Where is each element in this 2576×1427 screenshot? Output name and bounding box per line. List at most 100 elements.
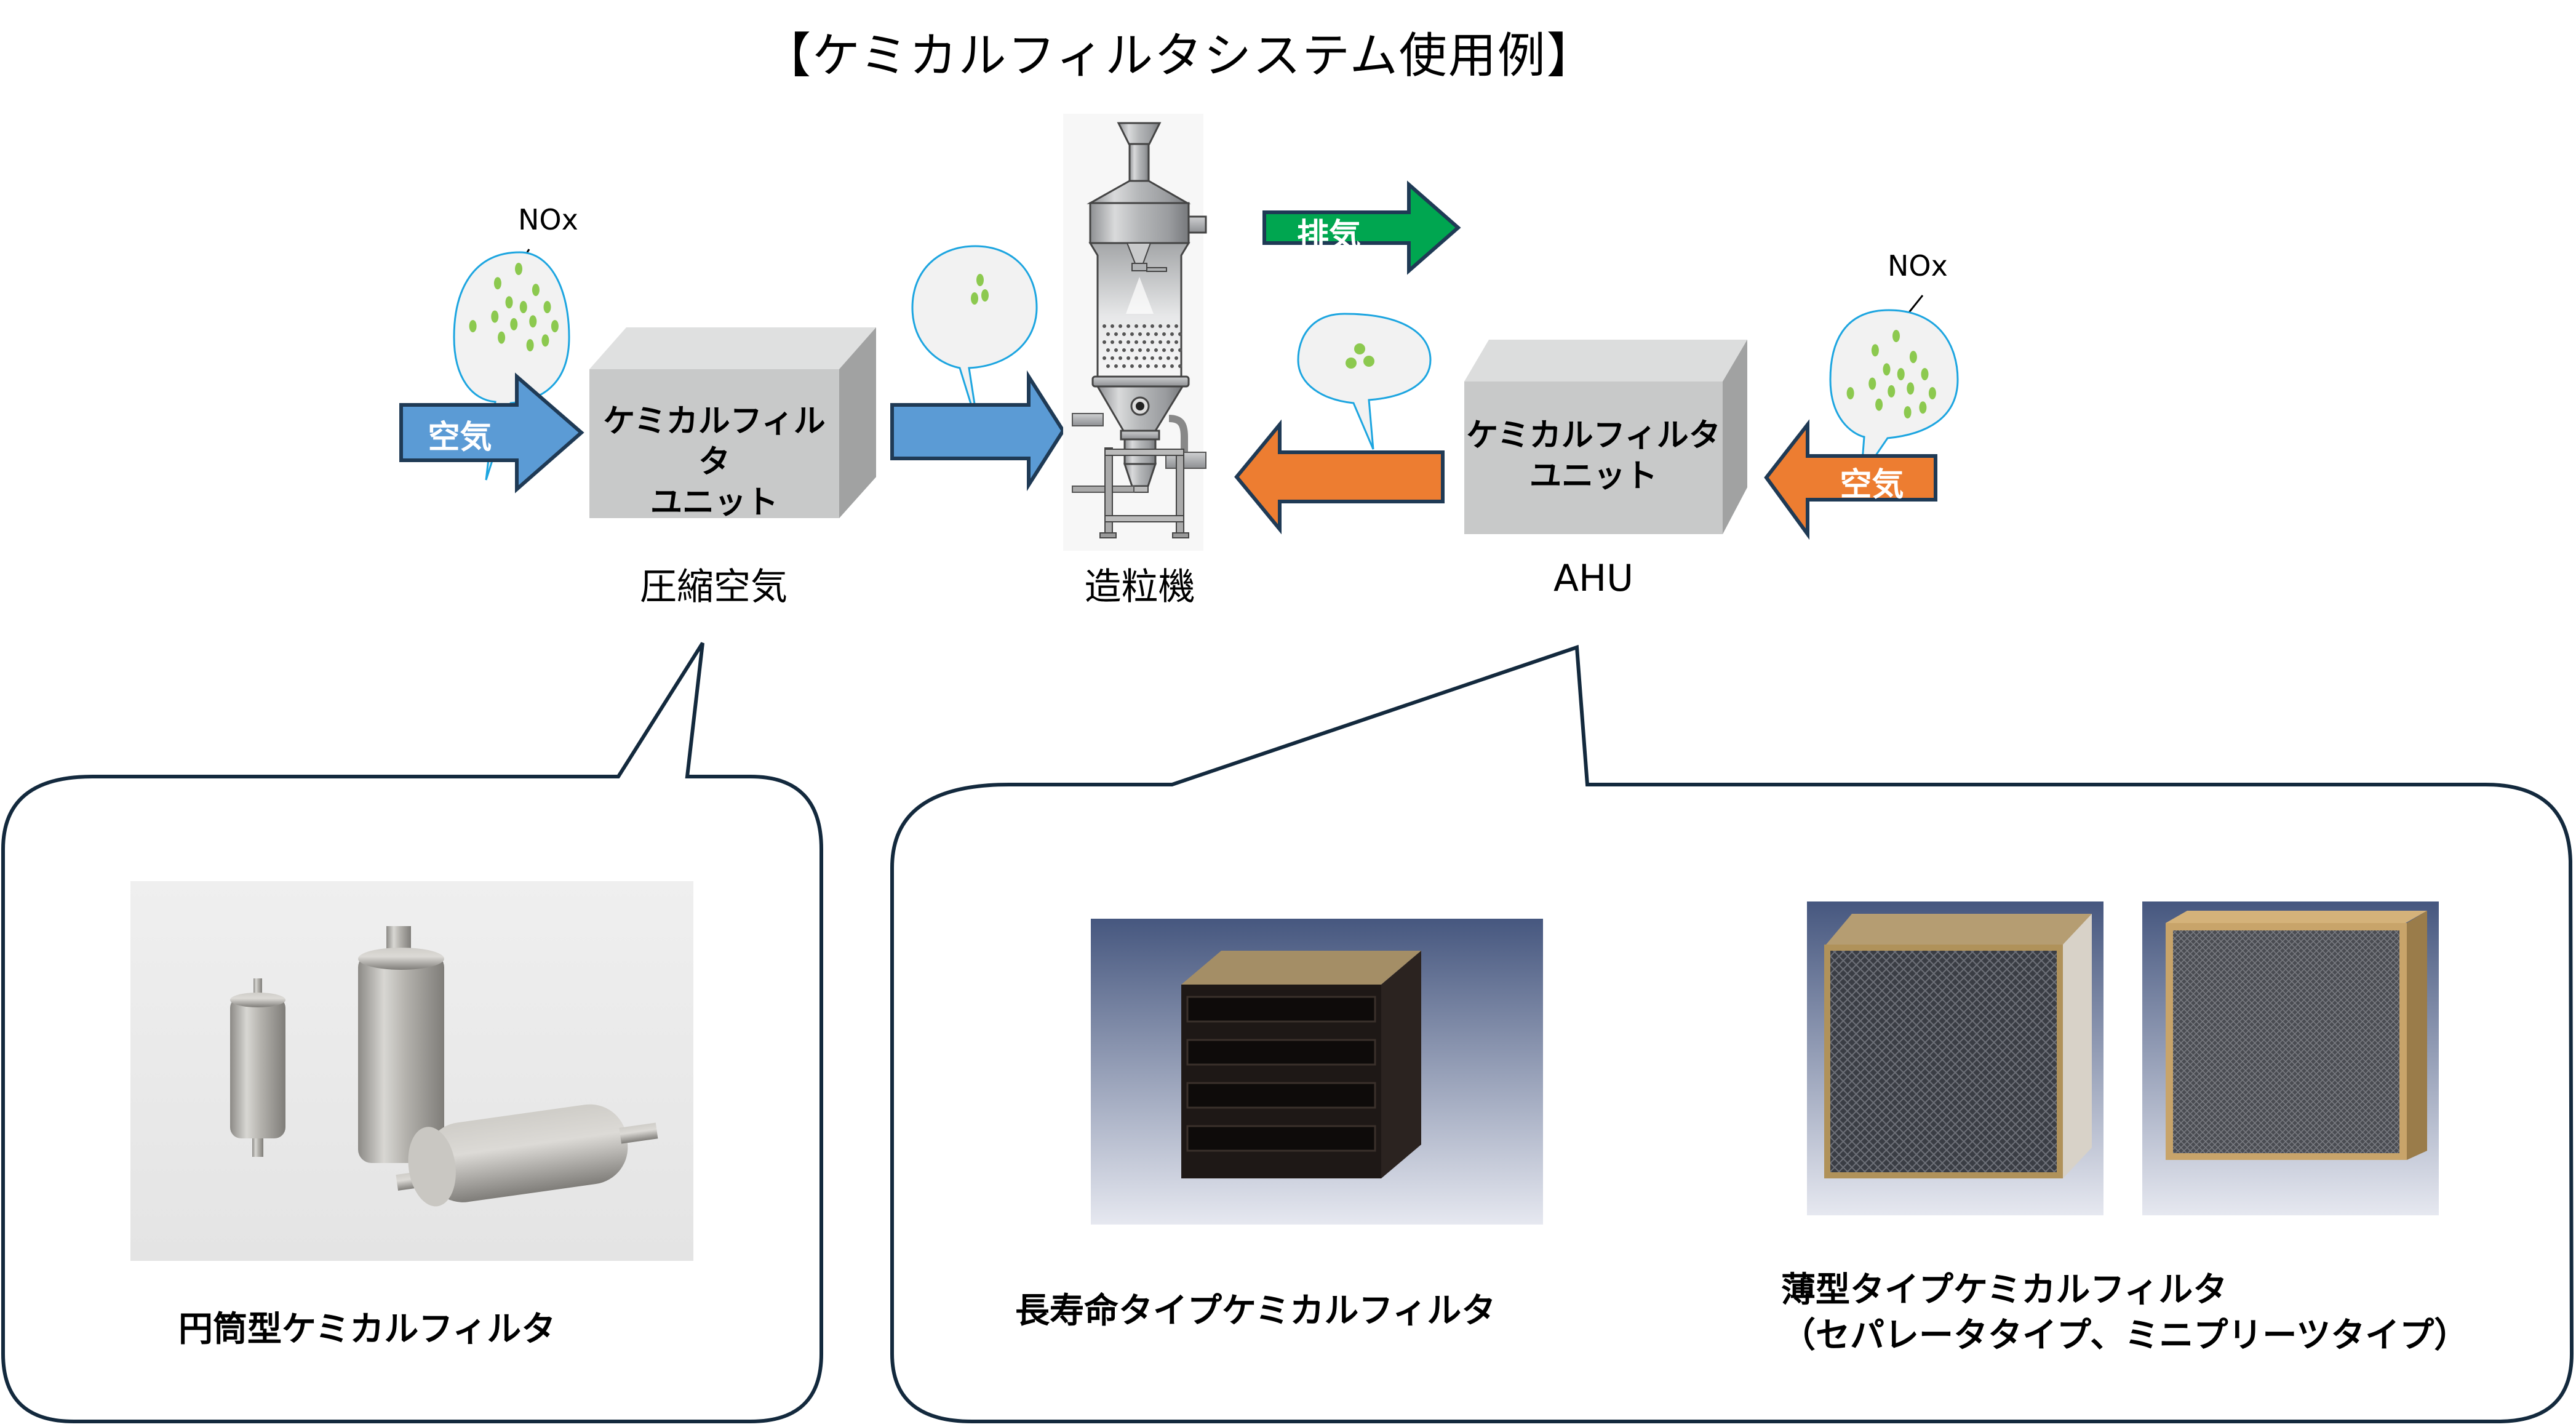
granule — [1114, 364, 1118, 368]
callout-right — [890, 644, 2574, 1423]
granule — [1178, 364, 1182, 368]
air-arrow-right-label: 空気 — [1840, 466, 1904, 503]
nox-dot — [1909, 351, 1917, 364]
nox-dot — [529, 315, 537, 328]
nox-dot — [515, 263, 522, 275]
nox-dot — [1921, 368, 1929, 380]
exhaust-arrow-label: 排気 — [1296, 217, 1361, 254]
granule — [1138, 332, 1142, 336]
nox-dot — [491, 310, 499, 323]
granule — [1166, 340, 1170, 344]
granule — [1134, 324, 1138, 328]
nox-dot — [1919, 401, 1927, 414]
granule — [1170, 332, 1174, 336]
filter-unit-left-label: ケミカルフィルタ ユニット — [589, 401, 839, 523]
granule — [1170, 348, 1174, 352]
nox-dots-left-filtered — [971, 274, 989, 305]
granule — [1122, 348, 1126, 352]
nox-dot — [1868, 377, 1876, 390]
granule — [1106, 364, 1110, 368]
granule — [1106, 348, 1110, 352]
granule — [1111, 340, 1114, 344]
nox-dot — [510, 318, 518, 330]
nox-label-right: NOx — [1888, 249, 1948, 282]
filter-unit-box-right — [1464, 340, 1747, 534]
nox-dots-left — [469, 263, 559, 351]
nox-dot — [1928, 387, 1936, 399]
granule — [1130, 364, 1134, 368]
granule — [1130, 332, 1134, 336]
filter-unit-left-label-line2: ユニット — [650, 484, 778, 521]
nox-dot — [526, 339, 534, 351]
granule — [1162, 332, 1166, 336]
granule — [1103, 356, 1106, 360]
thin-filter-caption-line1: 薄型タイプケミカルフィルタ — [1781, 1270, 2228, 1310]
filter-unit-box-left — [589, 327, 876, 518]
granule — [1146, 364, 1150, 368]
clean-air-arrow-left — [890, 370, 1066, 492]
air-arrow-right — [1764, 419, 1937, 540]
granule — [1174, 340, 1178, 344]
thin-filter-caption-line2: （セパレータタイプ、ミニプリーツタイプ） — [1781, 1316, 2469, 1356]
granule — [1114, 348, 1118, 352]
nox-dot — [498, 331, 506, 344]
granule — [1119, 324, 1122, 328]
nox-label-left: NOx — [518, 203, 578, 236]
granule — [1119, 340, 1122, 344]
granule — [1150, 324, 1154, 328]
nox-dot — [1875, 398, 1883, 411]
nox-bubble-left-filtered — [911, 245, 1038, 428]
granule — [1162, 364, 1166, 368]
granule — [1103, 340, 1106, 344]
air-arrow-left — [399, 372, 584, 494]
granule — [1142, 356, 1146, 360]
ahu-caption: AHU — [1553, 557, 1634, 600]
granule — [1170, 364, 1174, 368]
granule — [1134, 356, 1138, 360]
nox-dot — [532, 284, 540, 297]
granulator-illustration — [1063, 114, 1207, 551]
long-life-filter-photo — [1091, 919, 1543, 1225]
granule — [1106, 332, 1110, 336]
diagram-title: 【ケミカルフィルタシステム使用例】 — [763, 28, 1596, 84]
clean-air-arrow-right — [1234, 419, 1445, 535]
granule — [1158, 324, 1162, 328]
nox-dot — [1883, 363, 1891, 376]
granule — [1119, 356, 1122, 360]
granule — [1150, 356, 1154, 360]
nox-dot — [1888, 385, 1896, 398]
granule — [1174, 356, 1178, 360]
filter-unit-right-label-line2: ユニット — [1529, 458, 1657, 495]
cylindrical-filter-photo — [130, 881, 693, 1261]
exhaust-arrow — [1262, 180, 1461, 275]
granule — [1122, 332, 1126, 336]
compressed-air-caption: 圧縮空気 — [640, 566, 788, 609]
nox-dot — [1907, 382, 1915, 395]
long-life-filter-caption: 長寿命タイプケミカルフィルタ — [1015, 1291, 1496, 1331]
granule — [1111, 324, 1114, 328]
granule — [1127, 340, 1130, 344]
granule — [1142, 324, 1146, 328]
air-arrow-left-label: 空気 — [428, 419, 492, 456]
granule — [1103, 324, 1106, 328]
nox-dot — [1871, 344, 1879, 357]
granule — [1138, 348, 1142, 352]
nox-dot — [1892, 330, 1900, 342]
separator-type-filter-photo — [1807, 901, 2103, 1215]
nox-dot — [505, 296, 513, 309]
granule — [1111, 356, 1114, 360]
granule — [1146, 348, 1150, 352]
granule — [1178, 348, 1182, 352]
nox-dots-right-filtered — [1346, 343, 1374, 369]
granule — [1122, 364, 1126, 368]
filter-unit-right-label-line1: ケミカルフィルタ — [1466, 417, 1721, 454]
nox-bubble-left — [453, 251, 570, 481]
nox-dot — [493, 277, 501, 290]
nox-dot — [1846, 387, 1854, 399]
nox-dot — [543, 301, 551, 313]
nox-bubble-right-filtered — [1297, 313, 1432, 450]
filter-unit-left-label-line1: ケミカルフィルタ — [603, 403, 826, 481]
thin-filter-caption: 薄型タイプケミカルフィルタ （セパレータタイプ、ミニプリーツタイプ） — [1781, 1268, 2468, 1359]
nox-dot — [551, 320, 559, 332]
